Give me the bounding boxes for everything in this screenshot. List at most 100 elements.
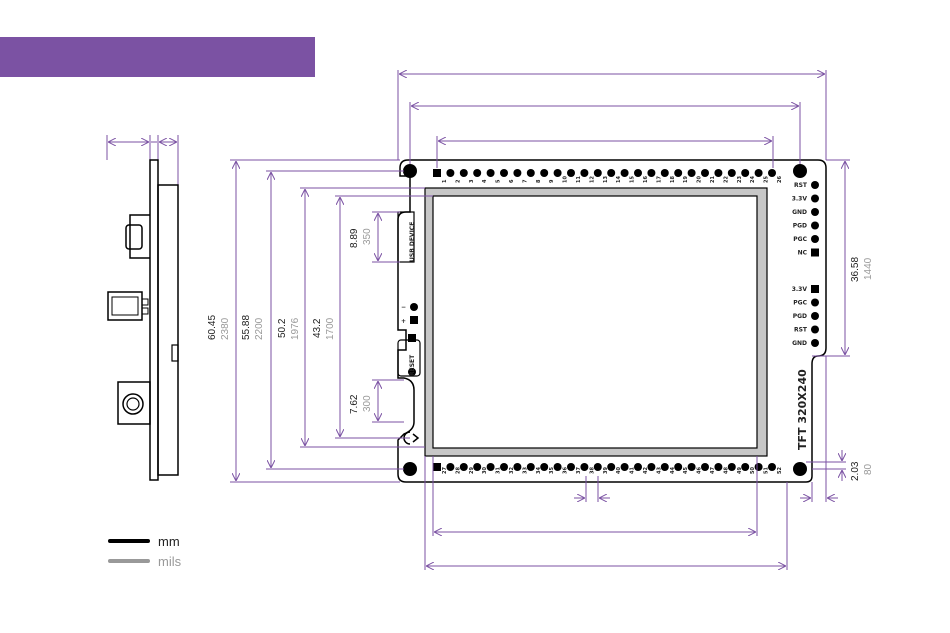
top-pin-label-9: 9 <box>549 179 555 183</box>
plus-sign: + <box>401 318 406 325</box>
bottom-pin-label-45: 45 <box>683 467 689 474</box>
dim-36-58-mm: 36.58 <box>850 257 861 282</box>
bottom-pin-52 <box>768 463 776 471</box>
top-pin-label-17: 17 <box>656 176 662 183</box>
top-pin-23 <box>727 169 736 177</box>
bottom-pin-label-44: 44 <box>670 467 676 474</box>
bottom-pin-label-32: 32 <box>509 467 515 474</box>
top-pin-26 <box>768 169 776 177</box>
top-pin-21 <box>701 169 709 177</box>
side-top-pin-0 <box>811 181 819 189</box>
side-bottom-pin-1 <box>811 298 819 307</box>
top-pin-18 <box>660 169 669 177</box>
bottom-pin-label-46: 46 <box>697 467 703 474</box>
bottom-pin-34 <box>526 463 535 471</box>
bottom-pin-label-38: 38 <box>589 467 595 474</box>
bottom-pin-47 <box>701 463 709 471</box>
dim-8-89-mils: 350 <box>362 228 373 245</box>
dim-2-03-mm: 2.03 <box>850 461 861 481</box>
usb-connector <box>397 211 415 263</box>
top-pin-20 <box>687 169 696 177</box>
reset-label: RESET <box>409 354 416 376</box>
top-pin-17 <box>647 169 656 177</box>
bottom-pin-label-42: 42 <box>643 467 649 474</box>
top-pin-label-18: 18 <box>670 176 676 183</box>
top-pin-label-11: 11 <box>576 176 582 183</box>
reset-button <box>397 334 421 377</box>
dimension-labels: 60.45 2380 55.88 2200 50.2 1976 43.2 170… <box>207 228 874 481</box>
dim-50-2-mm: 50.2 <box>277 318 288 338</box>
top-pin-label-20: 20 <box>697 176 703 183</box>
top-pin-label-3: 3 <box>469 179 475 183</box>
top-pin-label-14: 14 <box>616 176 622 183</box>
bottom-pin-label-40: 40 <box>616 467 622 474</box>
side-bottom-pin-label-3: RST <box>794 327 808 334</box>
side-bottom-pin-0 <box>811 285 819 293</box>
side-bottom-pin-4 <box>811 339 819 347</box>
top-pin-19 <box>674 169 683 177</box>
tft-label: TFT 320X240 <box>796 369 809 450</box>
side-top-pin-1 <box>811 194 819 203</box>
top-pin-label-7: 7 <box>522 179 528 183</box>
top-pin-label-5: 5 <box>496 179 502 183</box>
dim-55-88-mils: 2200 <box>254 317 265 340</box>
side-top-pin-label-5: NC <box>798 250 808 257</box>
bottom-pin-32 <box>500 463 508 471</box>
top-pin-24 <box>741 169 750 177</box>
horizontal-dimensions-top <box>397 70 827 168</box>
side-top-pin-5 <box>811 248 819 257</box>
bottom-pin-label-47: 47 <box>710 467 716 474</box>
side-bottom-pin-3 <box>811 325 819 334</box>
side-top-pin-label-1: 3.3V <box>792 196 808 203</box>
top-pin-label-22: 22 <box>723 176 729 183</box>
side-bottom-pin-label-1: PGC <box>793 300 807 307</box>
top-pin-label-10: 10 <box>563 176 569 183</box>
dim-7-62-mils: 300 <box>362 395 373 412</box>
top-pin-2 <box>446 169 455 177</box>
bottom-pin-label-41: 41 <box>630 467 636 474</box>
top-pin-label-19: 19 <box>683 176 689 183</box>
legend-mm-label: mm <box>158 534 180 549</box>
side-top-pin-3 <box>811 221 819 230</box>
side-top-pin-label-0: RST <box>794 182 808 189</box>
top-pin-label-1: 1 <box>442 179 448 183</box>
bottom-pin-label-33: 33 <box>522 467 528 474</box>
bottom-pin-label-49: 49 <box>737 467 743 474</box>
bottom-pin-30 <box>473 463 482 471</box>
power-pins: − + <box>401 303 418 325</box>
bottom-pin-31 <box>486 463 495 471</box>
bottom-pin-41 <box>620 463 629 471</box>
dim-43-2-mils: 1700 <box>325 317 336 340</box>
side-top-pin-label-2: GND <box>792 209 807 216</box>
side-top-pin-label-3: PGD <box>793 223 807 230</box>
bottom-pin-37 <box>567 463 575 471</box>
side-top-pin-2 <box>811 208 819 216</box>
top-pin-7 <box>513 169 522 177</box>
bottom-pin-46 <box>687 463 696 471</box>
side-view <box>106 135 179 481</box>
legend: mm mils <box>108 534 182 569</box>
bottom-pin-49 <box>727 463 736 471</box>
side-top-pin-label-4: PGC <box>793 236 807 243</box>
bottom-pin-50 <box>741 463 750 471</box>
dim-8-89-mm: 8.89 <box>349 228 360 248</box>
bottom-pin-label-27: 27 <box>442 467 448 474</box>
dim-50-2-mils: 1976 <box>290 317 301 340</box>
header-banner <box>0 37 315 77</box>
side-bottom-pin-2 <box>811 312 819 320</box>
bottom-pin-28 <box>446 463 455 471</box>
bottom-pin-39 <box>593 463 602 471</box>
top-pin-11 <box>567 169 575 177</box>
bottom-pin-label-37: 37 <box>576 467 582 474</box>
side-top-pin-4 <box>811 235 819 243</box>
top-pin-label-8: 8 <box>536 179 542 183</box>
top-pin-22 <box>714 169 723 177</box>
bottom-pin-label-30: 30 <box>482 467 488 474</box>
bottom-pin-label-43: 43 <box>656 467 662 474</box>
top-pin-8 <box>526 169 535 177</box>
top-pin-label-24: 24 <box>750 176 756 183</box>
bottom-pin-38 <box>580 463 589 471</box>
top-pin-16 <box>634 169 642 177</box>
